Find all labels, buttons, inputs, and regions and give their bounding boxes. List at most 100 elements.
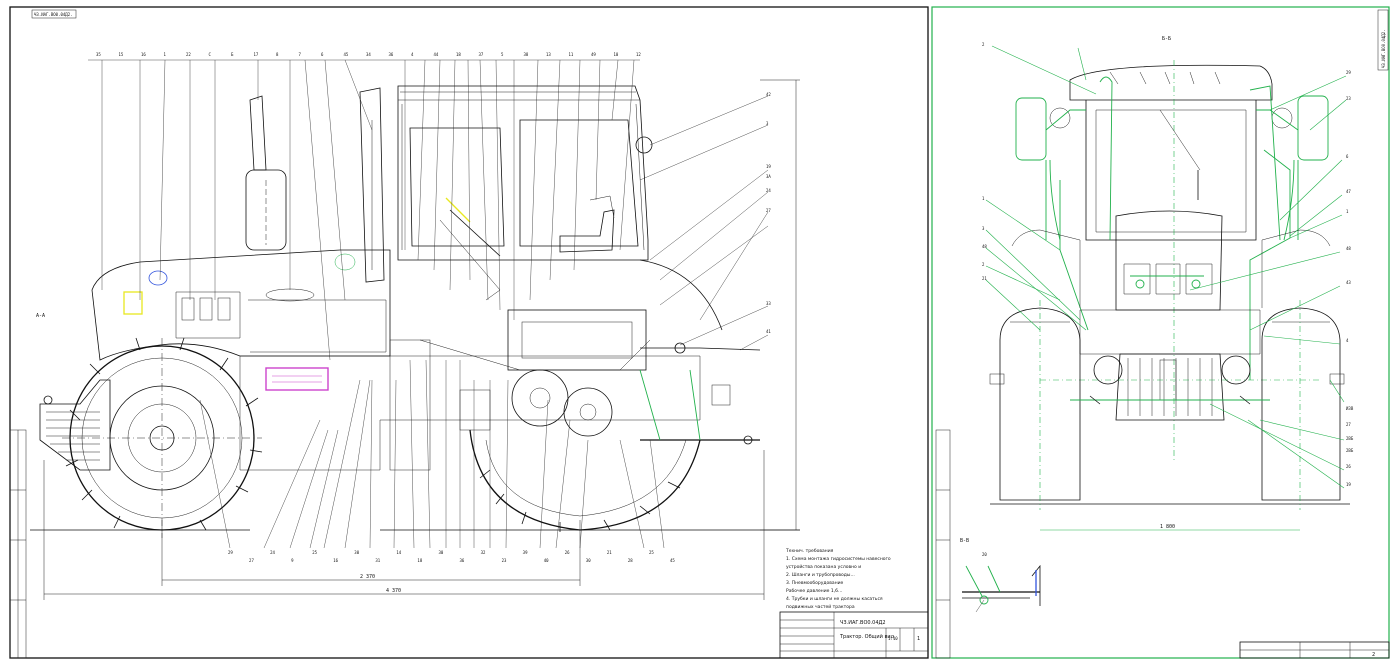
callout-label: 3 <box>766 121 769 126</box>
callout-label: 29 <box>1346 70 1351 75</box>
callout-label: 1 <box>982 196 985 201</box>
sheet-right: ЧЗ.ИАГ.ВО0.04Д2. Б-Б <box>931 6 1390 659</box>
callout-label: 43 <box>1346 280 1351 285</box>
callout-label: 13 <box>546 52 551 57</box>
tb-designation: ЧЗ.ИАГ.ВО0.04Д2 <box>840 620 886 626</box>
tb-name: Трактор. Общий вид <box>839 633 895 640</box>
top-stamp-right-text: ЧЗ.ИАГ.ВО0.04Д2. <box>1381 29 1386 68</box>
callout-label: 22 <box>186 52 191 57</box>
callout-label: 6 <box>1346 154 1349 159</box>
callout-label: 45 <box>344 52 349 57</box>
callout-label: 18 <box>456 52 461 57</box>
callout-label: 2 <box>982 262 985 267</box>
dim-wheelbase: 2 370 <box>360 574 375 580</box>
bottom-leaders <box>199 359 665 549</box>
callout-label: 20 <box>982 552 987 557</box>
callout-label: 4 <box>411 52 414 57</box>
callout-label: 18 <box>417 558 422 563</box>
front-ballast <box>39 379 111 471</box>
dim-track: 1 800 <box>1160 524 1175 530</box>
callout-label: 28 <box>628 558 633 563</box>
right-leaders <box>639 95 769 351</box>
detail-view: В-В <box>960 538 1041 613</box>
callout-label: 21 <box>607 550 612 555</box>
callout-label: 26 <box>565 550 570 555</box>
svg-text:2. Шланги и трубопроводы...: 2. Шланги и трубопроводы... <box>786 572 855 578</box>
callout-label: ИЗВ <box>1346 406 1354 411</box>
top-stamp-right <box>1377 9 1389 71</box>
callout-label: 25 <box>649 550 654 555</box>
tech-notes: Технич. требования 1. Схема монтажа гидр… <box>785 548 891 610</box>
callout-label: 40 <box>544 558 549 563</box>
tb-right-sheet: 2 <box>1372 652 1375 658</box>
yellow-highlight <box>123 291 143 315</box>
rear-wheel <box>469 369 701 532</box>
svg-text:устройства показана условно и: устройства показана условно и <box>786 563 861 570</box>
title-block-left: ЧЗ.ИАГ.ВО0.04Д2 Трактор. Общий вид 1 1:1… <box>779 611 929 659</box>
callout-label: 21 <box>982 276 987 281</box>
callout-label: 26 <box>1346 464 1351 469</box>
callout-label: 10 <box>614 52 619 57</box>
callout-label: 5 <box>501 52 504 57</box>
callout-label: 24 <box>270 550 275 555</box>
top-leaders <box>88 59 640 361</box>
callout-label: 37 <box>479 52 484 57</box>
callout-label: 2 <box>982 42 985 47</box>
callout-label: 32 <box>481 550 486 555</box>
tb-sheet: 1 <box>917 636 920 642</box>
callout-label: 25 <box>312 550 317 555</box>
callout-label: 8 <box>276 52 279 57</box>
callout-label: 1 <box>164 52 167 57</box>
callout-label: 12 <box>636 52 641 57</box>
callout-label: 2ВБ <box>1346 448 1354 453</box>
callout-label: 42 <box>766 92 771 97</box>
callout-label: 47 <box>1346 189 1351 194</box>
callout-label: 19 <box>1346 482 1351 487</box>
callout-label: 29 <box>228 550 233 555</box>
callout-label: 36 <box>460 558 465 563</box>
callout-label: 49 <box>591 52 596 57</box>
callout-label: 3 <box>982 226 985 231</box>
tractor-cab <box>397 85 653 301</box>
callout-label: 30 <box>354 550 359 555</box>
callout-label: 23 <box>502 558 507 563</box>
callout-label: 24 <box>766 188 771 193</box>
callout-label: 48 <box>1346 246 1351 251</box>
callout-label: ЗА <box>766 174 771 179</box>
callout-label: 15 <box>119 52 124 57</box>
right-sheet-leaders <box>985 45 1347 489</box>
top-stamp-text: ЧЗ.ИАГ.ВО0.04Д2. <box>34 12 73 17</box>
svg-text:подвижных частей трактора: подвижных частей трактора <box>786 603 855 610</box>
top-stamp <box>31 9 77 19</box>
callout-label: 4 <box>1346 338 1349 343</box>
callout-label: 11 <box>569 52 574 57</box>
front-wheels-front-view <box>989 229 1345 510</box>
callout-label: 23 <box>1346 96 1351 101</box>
callout-label: 41 <box>766 329 771 334</box>
callout-label: 9 <box>291 558 294 563</box>
callouts-bottom: 2927249251630311418303632233940263021282… <box>228 550 675 563</box>
callout-label: 6 <box>321 52 324 57</box>
sheet-left-frame <box>9 6 929 659</box>
callout-label: 34 <box>366 52 371 57</box>
callout-label: 7 <box>299 52 302 57</box>
title-block-right: 2 <box>1239 641 1390 659</box>
view-label-right: Б-Б <box>1162 36 1171 42</box>
exhaust-stack <box>245 87 385 283</box>
callout-label: 1 <box>1346 209 1349 214</box>
svg-text:1. Схема монтажа гидросистемы: 1. Схема монтажа гидросистемы навесного <box>786 556 891 562</box>
magenta-highlight <box>265 367 329 391</box>
callout-label: 16 <box>141 52 146 57</box>
callout-label: 48 <box>982 244 987 249</box>
callout-label: 39 <box>523 550 528 555</box>
callout-label: 30 <box>438 550 443 555</box>
svg-text:3. Пневмооборудование: 3. Пневмооборудование <box>786 580 844 586</box>
callout-label: 16 <box>333 558 338 563</box>
front-wheel <box>62 337 263 538</box>
callout-label: 27 <box>1346 422 1351 427</box>
